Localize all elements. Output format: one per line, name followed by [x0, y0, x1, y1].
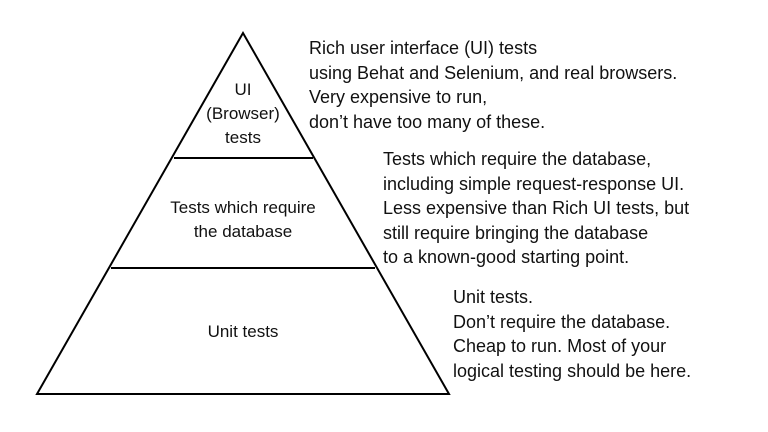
tier-label-unit-line: Unit tests	[207, 322, 279, 341]
description-ui-line: don’t have too many of these.	[309, 111, 546, 132]
tier-label-ui-line: tests	[225, 128, 261, 147]
description-unit-line: Cheap to run. Most of your	[453, 336, 667, 356]
description-unit-line: Unit tests.	[453, 287, 534, 307]
tier-label-database: Tests which require the database	[170, 196, 316, 244]
description-database-line: including simple request-response UI.	[383, 173, 685, 194]
description-database-line: still require bringing the database	[383, 222, 649, 243]
description-unit-line: Don’t require the database.	[453, 311, 671, 332]
tier-label-database-line: the database	[193, 222, 293, 241]
description-database-line: Less expensive than Rich UI tests, but	[383, 198, 690, 218]
pyramid-outline	[35, 30, 451, 395]
description-ui-line: Very expensive to run,	[309, 87, 488, 107]
description-unit: Unit tests. Don’t require the database. …	[453, 285, 691, 383]
description-unit-line: logical testing should be here.	[453, 360, 692, 381]
description-database-line: to a known-good starting point.	[383, 247, 630, 267]
tier-label-ui: UI (Browser) tests	[206, 78, 280, 150]
description-ui-line: using Behat and Selenium, and real brows…	[309, 62, 678, 83]
tier-label-ui-line: UI	[234, 80, 252, 99]
tier-label-unit: Unit tests	[208, 320, 279, 344]
description-ui-line: Rich user interface (UI) tests	[309, 38, 538, 58]
description-database: Tests which require the database, includ…	[383, 147, 689, 270]
description-ui: Rich user interface (UI) tests using Beh…	[309, 36, 677, 134]
tier-label-ui-line: (Browser)	[206, 104, 280, 123]
description-database-line: Tests which require the database,	[383, 149, 652, 169]
tier-label-database-line: Tests which require	[170, 198, 316, 217]
